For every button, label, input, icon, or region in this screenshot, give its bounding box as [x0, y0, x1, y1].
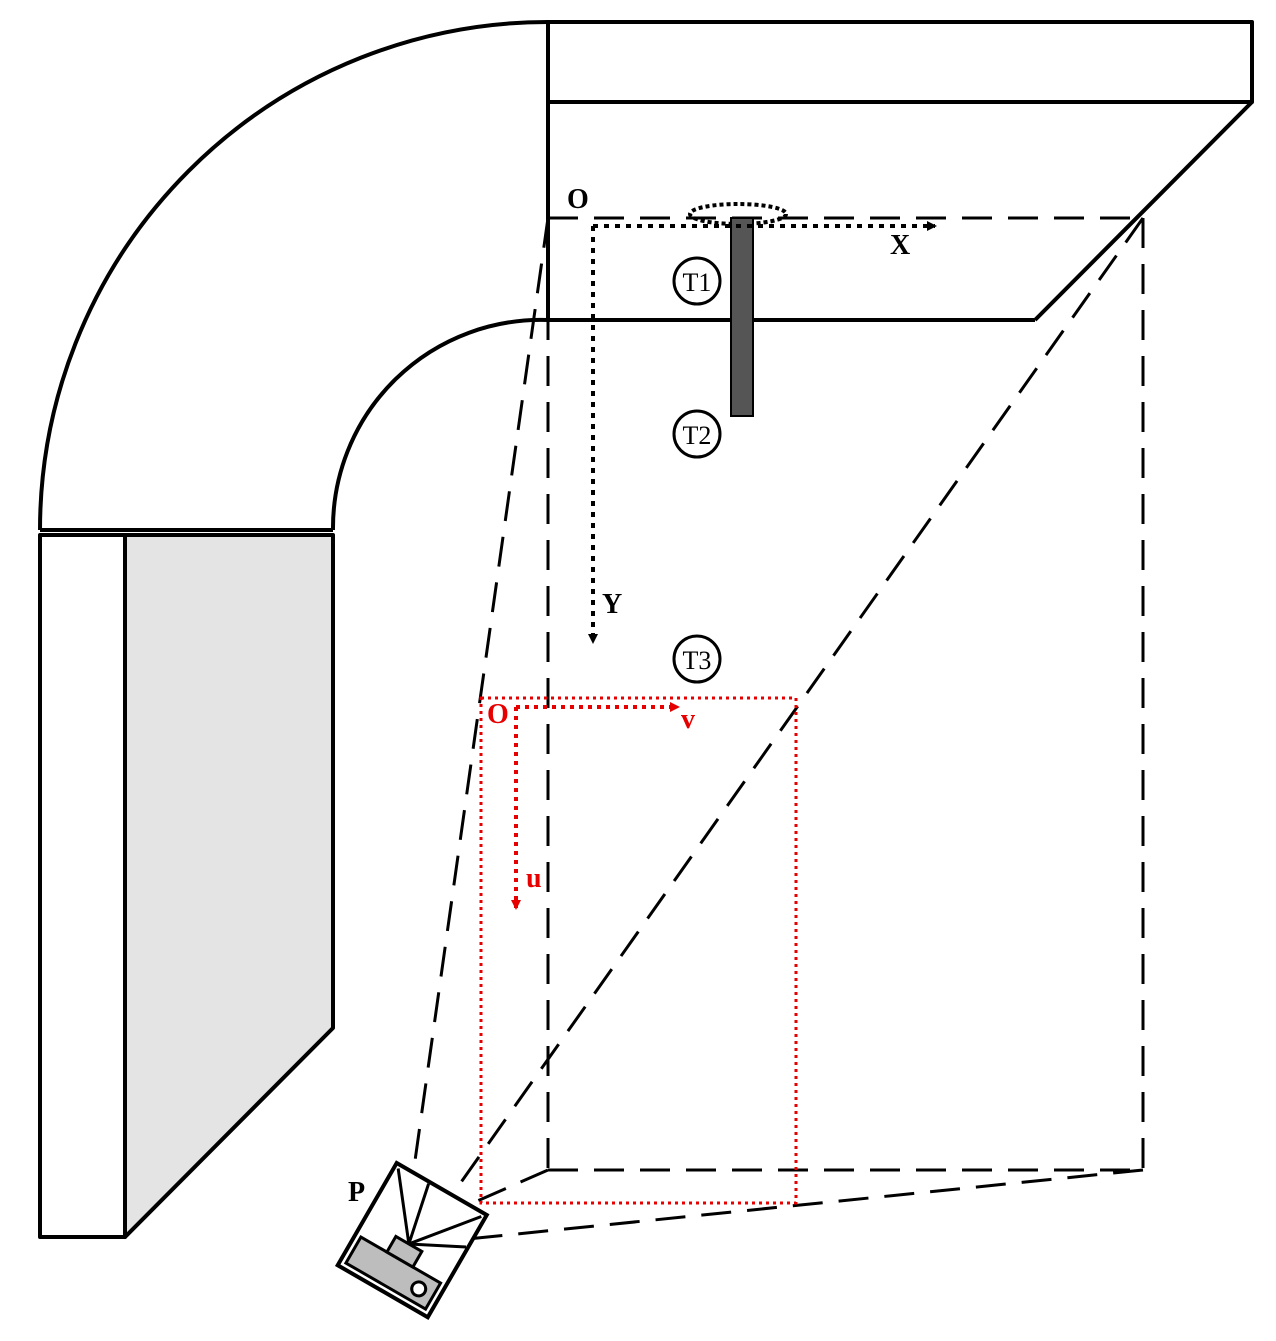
projector [334, 1160, 490, 1320]
world-y-axis-label: Y [602, 589, 622, 620]
targets: T1 T2 T3 [672, 256, 722, 684]
labels: O X Y O v u P [348, 184, 910, 1208]
support-wall [38, 533, 335, 1239]
measurement-volume [546, 216, 1145, 1172]
target-t3-circle [672, 634, 722, 684]
target-t1-circle [672, 256, 722, 306]
target-t2-circle [672, 409, 722, 459]
image-u-axis-label: u [526, 863, 542, 894]
projection-rays [410, 217, 1145, 1242]
world-x-axis-label: X [890, 230, 910, 261]
probe-rod [688, 202, 788, 417]
straight-duct [546, 20, 1254, 322]
curved-duct [38, 20, 549, 532]
target-t2-label: T2 [683, 421, 712, 450]
image-v-axis-label: v [681, 704, 695, 735]
image-origin-label: O [487, 699, 509, 730]
world-origin-label: O [567, 184, 589, 215]
target-t3-label: T3 [683, 646, 712, 675]
target-t1-label: T1 [683, 268, 712, 297]
world-axes [588, 221, 937, 644]
projector-label: P [348, 1177, 365, 1208]
image-frame [479, 696, 798, 1205]
